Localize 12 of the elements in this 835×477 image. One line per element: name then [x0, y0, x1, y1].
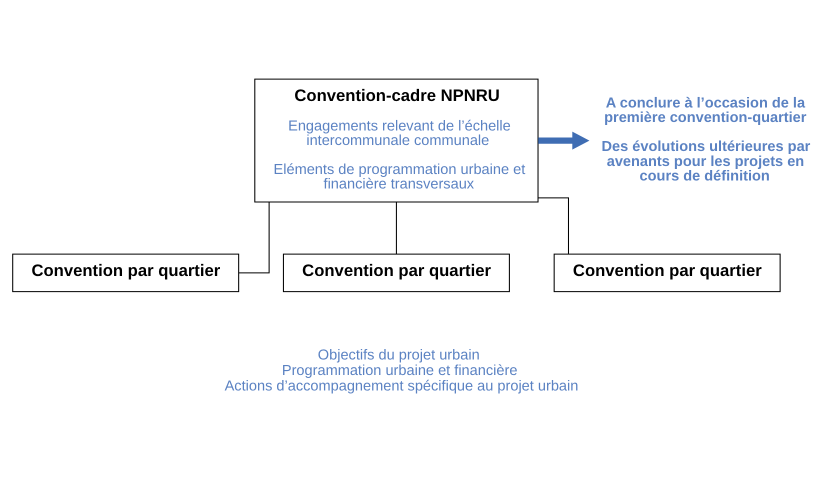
node-box: Convention par quartier	[282, 253, 510, 292]
label: Actions d’accompagnement spécifique au projet urbain	[224, 378, 578, 394]
node-box: Convention par quartier	[12, 253, 240, 292]
node-text: A conclure à l’occasion de la première convention-quartier Des évolutions ultérieures par avenants pour les projets en cours de définition	[602, 94, 810, 184]
label: Objectifs du projet urbain	[318, 346, 480, 363]
node-box: Convention-cadre NPNRU Engagements relevant de l’échelle intercommunale communale Eléments de programmation urbaine et financière transversaux	[254, 78, 539, 202]
label: Programmation urbaine et financière	[282, 362, 518, 379]
connector	[538, 196, 569, 254]
arrow	[538, 131, 590, 150]
connector	[238, 202, 270, 273]
connector	[396, 202, 397, 254]
node-box: Convention par quartier	[554, 253, 781, 292]
